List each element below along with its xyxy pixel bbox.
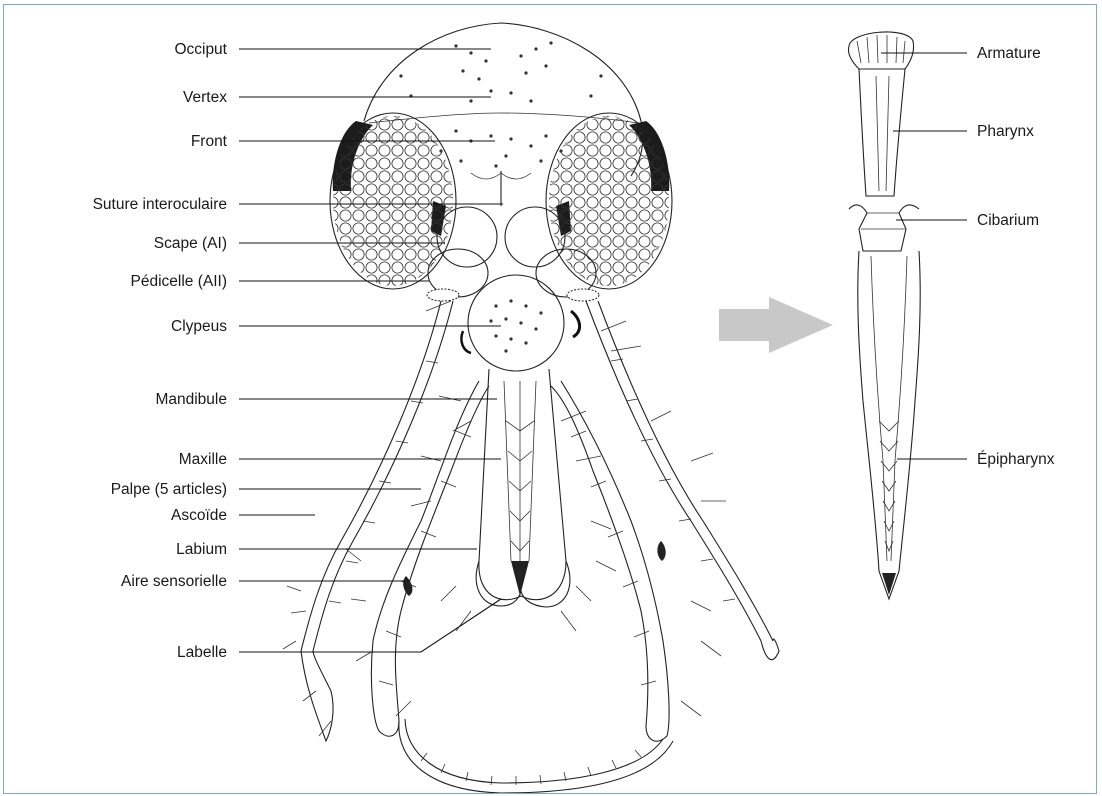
- cibarium-shape: [849, 205, 919, 251]
- label-labium: Labium: [176, 541, 227, 558]
- pharynx-drawing: [848, 32, 920, 599]
- right-leader-lines: [881, 53, 967, 459]
- label-mandibule: Mandibule: [155, 391, 227, 408]
- antennae-drawing: [283, 301, 779, 793]
- head-drawing: [330, 23, 672, 607]
- label-labelle: Labelle: [177, 644, 227, 661]
- figure-frame: Occiput Vertex Front Suture interoculair…: [3, 4, 1097, 794]
- label-aire-sensorielle: Aire sensorielle: [121, 573, 227, 590]
- label-ascoide: Ascoïde: [171, 507, 227, 524]
- label-scape: Scape (AI): [154, 235, 227, 252]
- right-labels: Armature Pharynx Cibarium Épipharynx: [977, 45, 1055, 468]
- label-maxille: Maxille: [179, 451, 227, 468]
- label-pedicelle: Pédicelle (AII): [131, 273, 227, 290]
- label-suture-interoculaire: Suture interoculaire: [93, 196, 227, 213]
- label-occiput: Occiput: [174, 41, 227, 58]
- pharynx-tube: [859, 69, 905, 196]
- label-clypeus: Clypeus: [171, 318, 227, 335]
- clypeus-shape: [468, 275, 564, 371]
- label-armature: Armature: [977, 45, 1041, 62]
- arrow-icon: [719, 297, 833, 353]
- label-cibarium: Cibarium: [977, 212, 1039, 229]
- left-labels: Occiput Vertex Front Suture interoculair…: [93, 41, 228, 661]
- label-epipharynx: Épipharynx: [977, 451, 1055, 468]
- label-front: Front: [191, 133, 228, 150]
- label-pharynx: Pharynx: [977, 123, 1034, 140]
- epipharynx-shape: [858, 251, 920, 599]
- label-palpe: Palpe (5 articles): [111, 481, 227, 498]
- anatomy-diagram: Occiput Vertex Front Suture interoculair…: [4, 5, 1097, 794]
- label-vertex: Vertex: [183, 89, 227, 106]
